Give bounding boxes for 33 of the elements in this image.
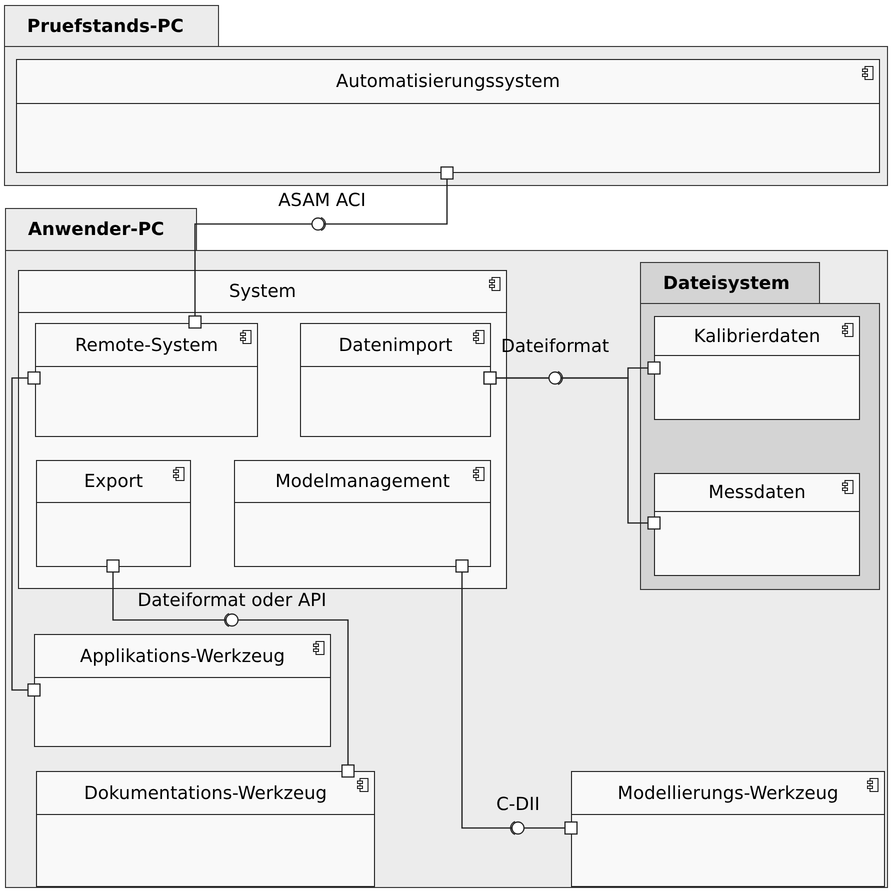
component-box <box>300 323 491 437</box>
component-name: System <box>228 281 296 302</box>
component-box <box>36 771 375 887</box>
component-name: Modellierungs-Werkzeug <box>618 782 838 804</box>
component-name: Datenimport <box>338 334 452 356</box>
edge-label: ASAM ACI <box>278 190 366 211</box>
component-box <box>654 473 860 576</box>
component-name: Export <box>84 471 143 492</box>
component-box <box>654 316 860 420</box>
package-name: Anwender-PC <box>28 219 164 240</box>
component-name: Automatisierungssystem <box>336 71 560 92</box>
component-box <box>571 771 885 887</box>
connector <box>188 166 454 329</box>
package <box>4 5 888 186</box>
connector <box>11 371 41 697</box>
component-name: Remote-System <box>74 334 218 356</box>
connector <box>483 371 661 530</box>
edge-label: C-DII <box>496 794 540 815</box>
component-name: Kalibrierdaten <box>694 326 820 346</box>
component-name: Modelmanagement <box>275 471 450 492</box>
component-name: Dokumentations-Werkzeug <box>84 782 327 804</box>
connector <box>106 559 355 778</box>
component-name: Messdaten <box>708 482 806 503</box>
component-box <box>34 634 331 747</box>
package-name: Dateisystem <box>663 272 790 294</box>
connector <box>455 559 578 835</box>
component-box <box>16 59 880 173</box>
package-name: Pruefstands-PC <box>27 16 184 36</box>
component-box <box>234 460 491 567</box>
edge-label: Dateiformat oder API <box>138 590 326 611</box>
component-box <box>35 323 258 437</box>
component-name: Applikations-Werkzeug <box>80 646 285 666</box>
component-box <box>36 460 191 567</box>
